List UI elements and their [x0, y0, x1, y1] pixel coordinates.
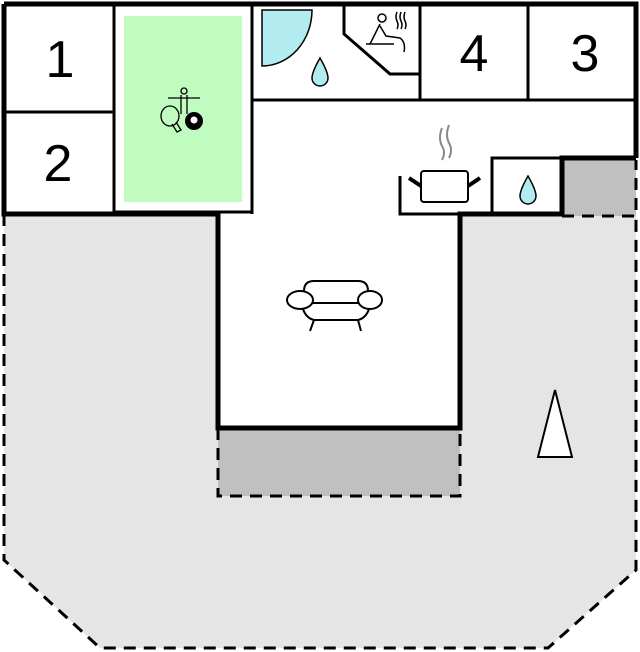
covered-area-right	[562, 160, 638, 218]
shower-icon	[261, 9, 313, 67]
foosball-icon	[168, 87, 200, 114]
north-arrow-icon	[536, 389, 574, 458]
water-drop-icon	[519, 174, 537, 205]
room-label-3: 3	[571, 25, 600, 83]
activity-room	[124, 16, 242, 202]
room-label-1: 1	[46, 31, 75, 89]
room-label-2: 2	[44, 135, 73, 193]
sauna-icon	[366, 11, 407, 53]
cooking-pot-icon	[407, 124, 482, 203]
billiard-ball-icon	[185, 112, 203, 130]
room-label-4: 4	[460, 25, 489, 83]
table-tennis-icon	[160, 105, 182, 133]
covered-terrace	[216, 428, 462, 498]
water-drop-icon	[311, 56, 329, 87]
exterior-walls	[1, 1, 639, 431]
sofa-icon	[286, 280, 383, 332]
interior-walls	[4, 4, 636, 216]
